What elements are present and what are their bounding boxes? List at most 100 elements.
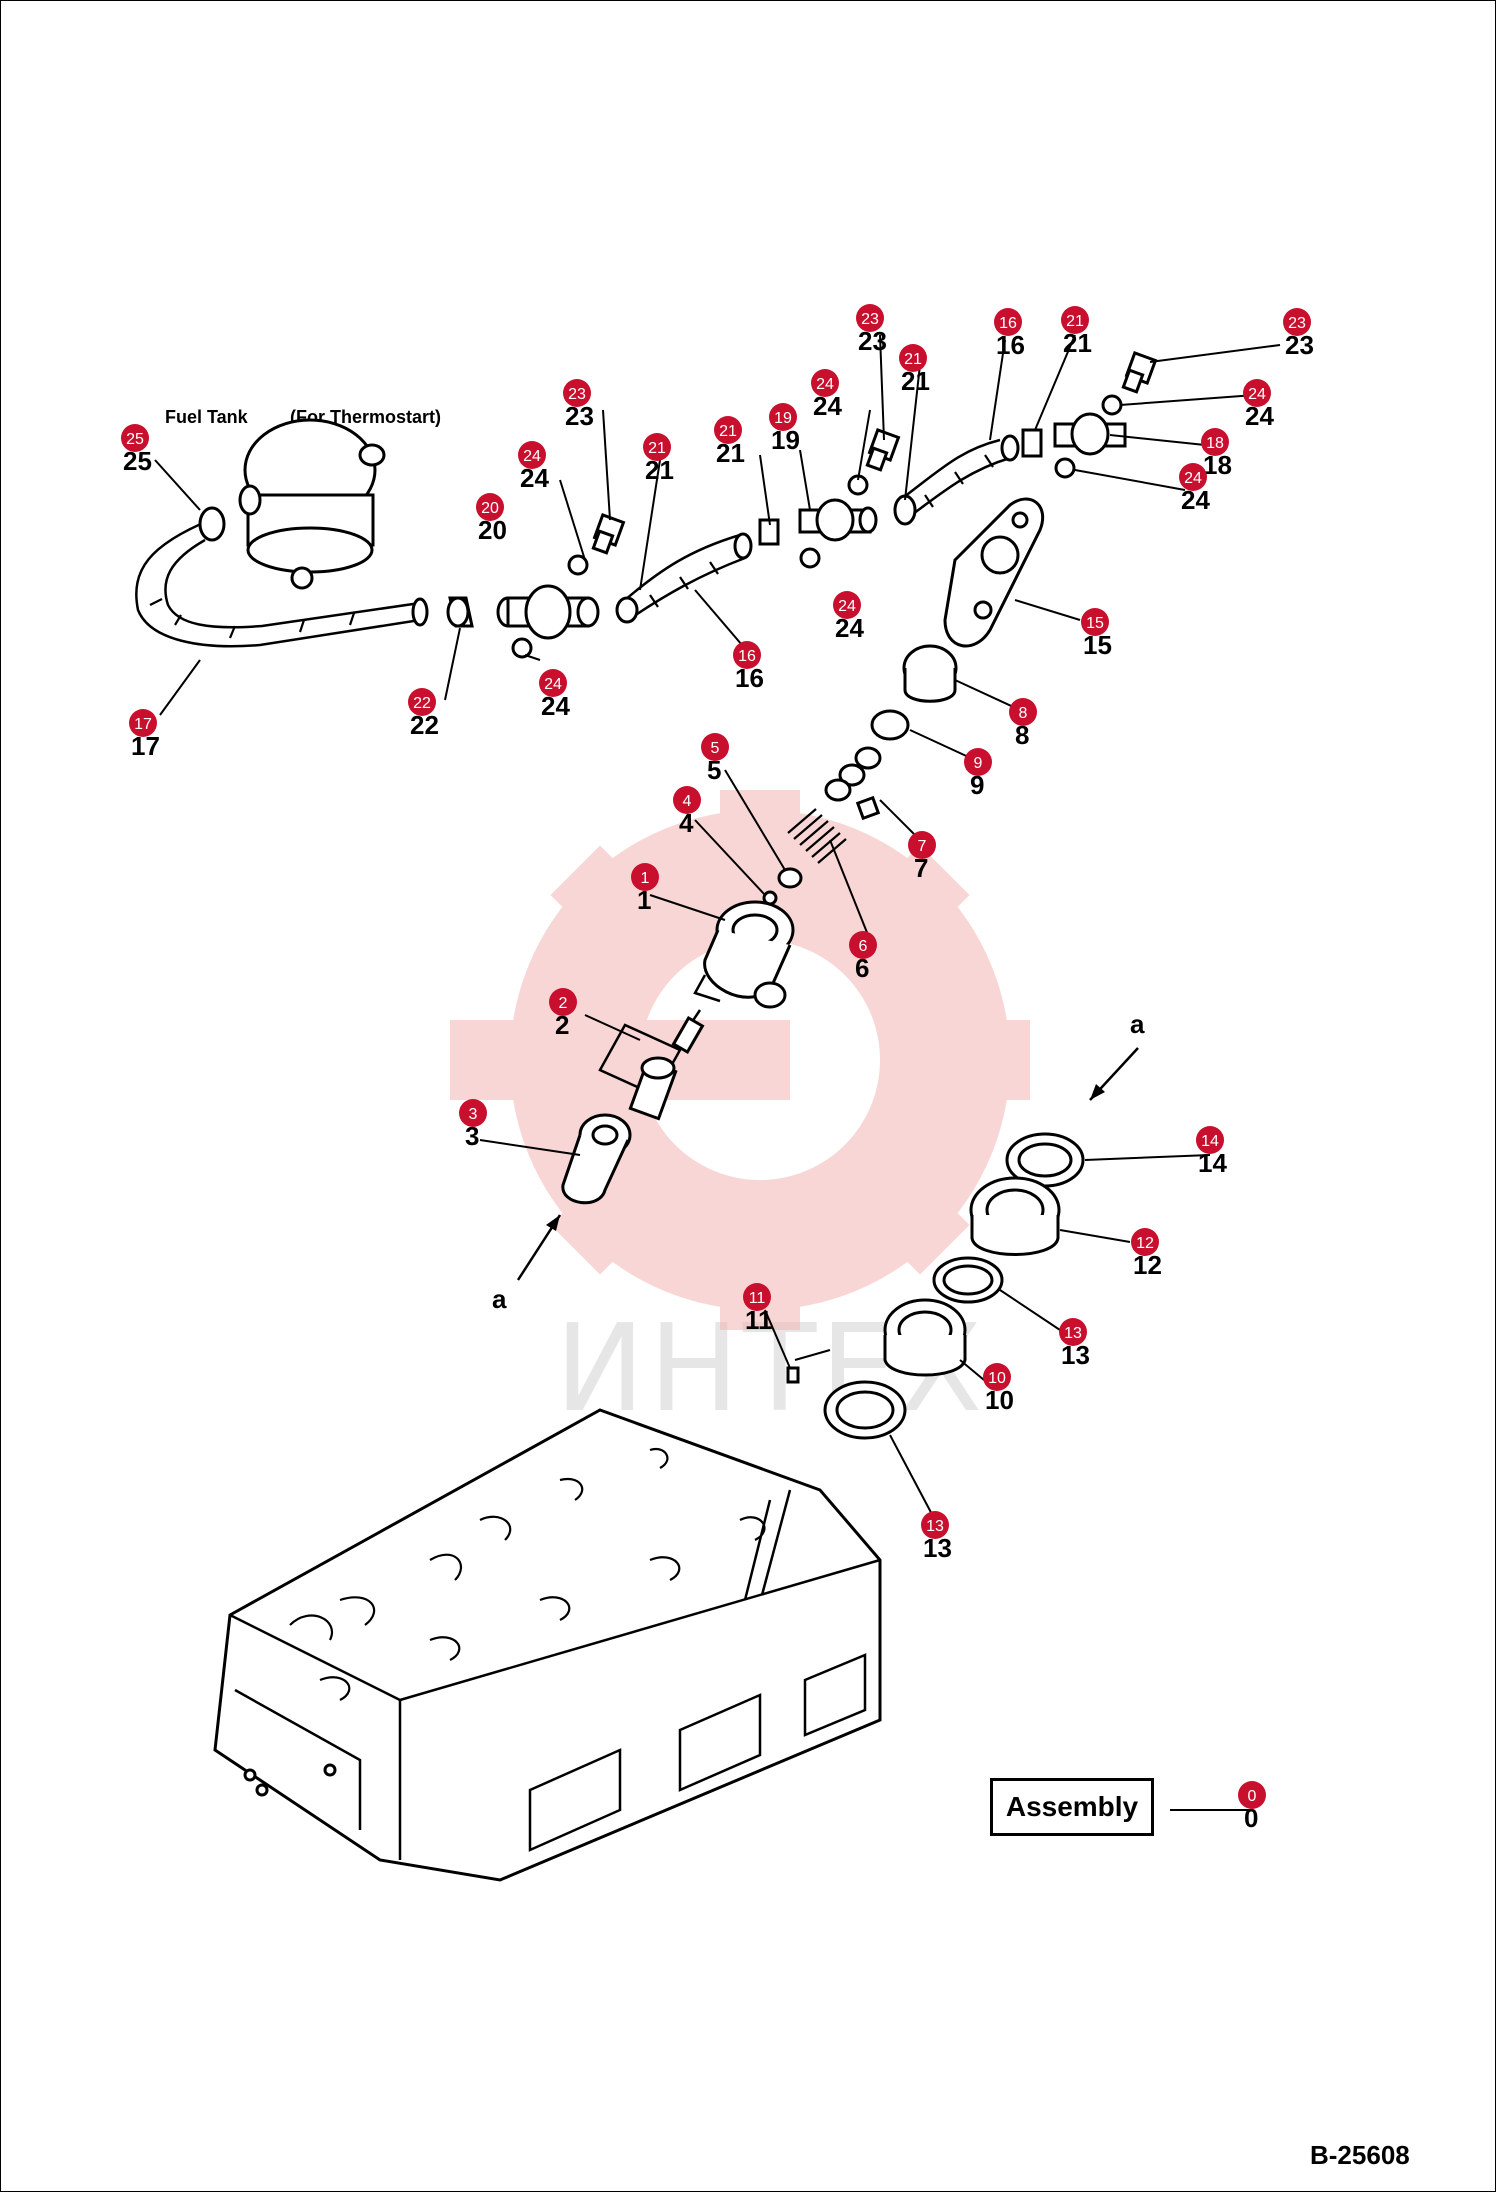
badge-label: 10 — [988, 1370, 1006, 1387]
printed-number-0: 0 — [1244, 1803, 1258, 1833]
callout-badge-22[interactable]: 22 — [408, 688, 436, 716]
badge-circle — [769, 403, 797, 431]
callout-badge-8[interactable]: 8 — [1009, 698, 1037, 726]
printed-number-5: 5 — [707, 755, 721, 785]
badge-circle — [1201, 428, 1229, 456]
badge-label: 12 — [1136, 1235, 1154, 1252]
washer-24-b — [511, 637, 533, 659]
callout-badge-6[interactable]: 6 — [849, 931, 877, 959]
callout-badge-17[interactable]: 17 — [129, 709, 157, 737]
callout-badge-15[interactable]: 15 — [1081, 608, 1109, 636]
banjo-bolt-23-c — [1121, 351, 1158, 394]
printed-number-3: 3 — [465, 1121, 479, 1151]
badge-label: 1 — [641, 870, 650, 887]
assembly-label: Assembly — [990, 1778, 1154, 1836]
callout-badge-23c[interactable]: 23 — [1283, 308, 1311, 336]
badge-circle — [921, 1511, 949, 1539]
badge-label: 23 — [861, 311, 879, 328]
badge-circle — [1243, 379, 1271, 407]
badge-label: 7 — [918, 838, 927, 855]
callout-badge-3[interactable]: 3 — [459, 1099, 487, 1127]
badge-circle — [964, 748, 992, 776]
banjo-fitting-18 — [1053, 412, 1127, 456]
callout-badge-10[interactable]: 10 — [983, 1363, 1011, 1391]
badge-circle — [994, 308, 1022, 336]
badge-circle — [518, 441, 546, 469]
callout-badge-25[interactable]: 25 — [121, 424, 149, 452]
callout-badge-24[interactable]: 24 — [518, 441, 546, 469]
callout-badge-21[interactable]: 21 — [1061, 306, 1089, 334]
callout-badge-23[interactable]: 23 — [563, 379, 591, 407]
callout-badge-24c[interactable]: 24 — [811, 369, 839, 397]
callout-badge-21b[interactable]: 21 — [643, 433, 671, 461]
banjo-fitting-19 — [798, 498, 878, 542]
badge-circle — [121, 424, 149, 452]
callout-badge-5[interactable]: 5 — [701, 733, 729, 761]
badge-circle — [733, 641, 761, 669]
badge-label: 23 — [1288, 315, 1306, 332]
callout-badge-13b[interactable]: 13 — [921, 1511, 949, 1539]
badge-circle — [129, 709, 157, 737]
callout-badge-2[interactable]: 2 — [549, 988, 577, 1016]
callout-badge-0[interactable]: 0 — [1238, 1781, 1266, 1809]
badge-circle — [631, 863, 659, 891]
badge-label: 24 — [838, 598, 856, 615]
callout-badge-13[interactable]: 13 — [1059, 1318, 1087, 1346]
badge-label: 20 — [481, 500, 499, 517]
badge-label: 24 — [1184, 470, 1202, 487]
washer-24-e — [1101, 394, 1123, 416]
badge-circle — [539, 669, 567, 697]
callout-badge-20[interactable]: 20 — [476, 493, 504, 521]
callout-badge-16[interactable]: 16 — [994, 308, 1022, 336]
badge-circle — [408, 688, 436, 716]
badge-label: 2 — [559, 995, 568, 1012]
callout-badge-16b[interactable]: 16 — [733, 641, 761, 669]
badge-label: 6 — [859, 938, 868, 955]
callout-badge-14[interactable]: 14 — [1196, 1126, 1224, 1154]
badge-circle — [1131, 1228, 1159, 1256]
badge-label: 21 — [719, 423, 737, 440]
callout-badge-7[interactable]: 7 — [908, 831, 936, 859]
badge-label: 18 — [1206, 435, 1224, 452]
shim-stack-7 — [824, 746, 882, 821]
callout-badge-11[interactable]: 11 — [743, 1283, 771, 1311]
o-ring-13-upper — [932, 1256, 1004, 1304]
badge-label: 24 — [816, 376, 834, 393]
badge-label: 24 — [544, 676, 562, 693]
badge-circle — [643, 433, 671, 461]
spring-6 — [787, 808, 847, 864]
badge-label: 9 — [974, 755, 983, 772]
callout-badge-1[interactable]: 1 — [631, 863, 659, 891]
badge-label: 8 — [1019, 705, 1028, 722]
callout-badge-24d[interactable]: 24 — [833, 591, 861, 619]
washer-24-f — [1054, 457, 1076, 479]
callout-badge-21d[interactable]: 21 — [899, 344, 927, 372]
banjo-bolt-23-b — [865, 428, 901, 472]
leader-lines — [154, 334, 1281, 1811]
connector-2 — [598, 1009, 705, 1121]
badge-circle — [459, 1099, 487, 1127]
badge-circle — [1061, 306, 1089, 334]
callout-badge-18[interactable]: 18 — [1201, 428, 1229, 456]
flange-plate-15 — [943, 497, 1045, 648]
hose-clip-21-b — [1021, 428, 1043, 458]
callout-badge-24b[interactable]: 24 — [539, 669, 567, 697]
callout-badge-12[interactable]: 12 — [1131, 1228, 1159, 1256]
badge-label: 14 — [1201, 1133, 1219, 1150]
pin-11 — [786, 1366, 800, 1384]
washer-24-d — [799, 547, 821, 569]
callout-badge-9[interactable]: 9 — [964, 748, 992, 776]
seal-ring-14 — [1005, 1132, 1085, 1188]
printed-number-8: 8 — [1015, 720, 1029, 750]
callout-badge-24e[interactable]: 24 — [1243, 379, 1271, 407]
badge-label: 3 — [469, 1106, 478, 1123]
badge-label: 16 — [999, 315, 1017, 332]
badge-label: 0 — [1248, 1788, 1257, 1805]
callout-badge-4[interactable]: 4 — [673, 786, 701, 814]
callout-badge-23b[interactable]: 23 — [856, 304, 884, 332]
badge-label: 24 — [1248, 386, 1266, 403]
callout-badge-19[interactable]: 19 — [769, 403, 797, 431]
gasket-9 — [870, 709, 910, 741]
callout-badge-24f[interactable]: 24 — [1179, 463, 1207, 491]
callout-badge-21c[interactable]: 21 — [714, 416, 742, 444]
